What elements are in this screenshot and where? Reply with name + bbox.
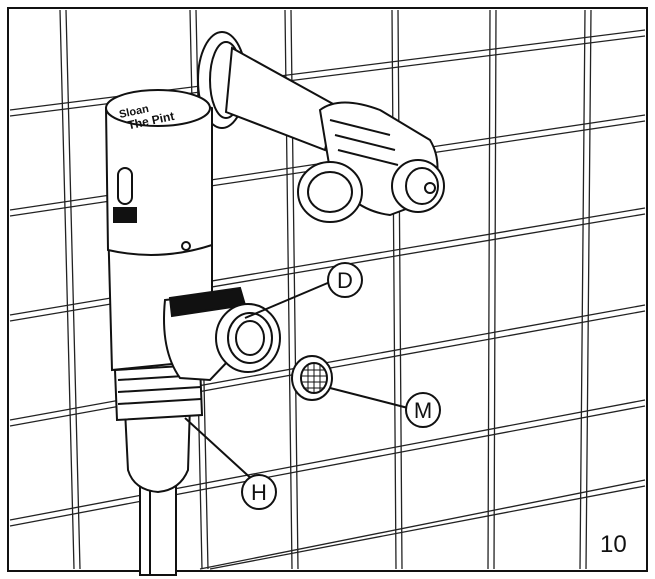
supply-stop-assembly <box>197 31 445 223</box>
sensor-window <box>117 167 133 205</box>
callout-m-label: M <box>414 398 432 423</box>
override-button <box>181 241 191 251</box>
leader-h <box>184 417 256 483</box>
leader-m <box>329 387 409 409</box>
callout-h: H <box>241 474 277 510</box>
filter-screen <box>291 355 333 401</box>
supply-pipe <box>224 46 337 152</box>
figure-frame <box>7 7 648 572</box>
leader-d <box>244 281 331 319</box>
callout-d: D <box>327 262 363 298</box>
callout-h-label: H <box>251 480 267 505</box>
callout-d-label: D <box>337 268 353 293</box>
page-number: 10 <box>600 531 627 558</box>
vacuum-breaker <box>123 403 192 494</box>
leader-lines <box>184 281 409 483</box>
callout-m: M <box>405 392 441 428</box>
flushometer-assembly <box>104 89 281 576</box>
sensor-cap <box>105 89 211 127</box>
